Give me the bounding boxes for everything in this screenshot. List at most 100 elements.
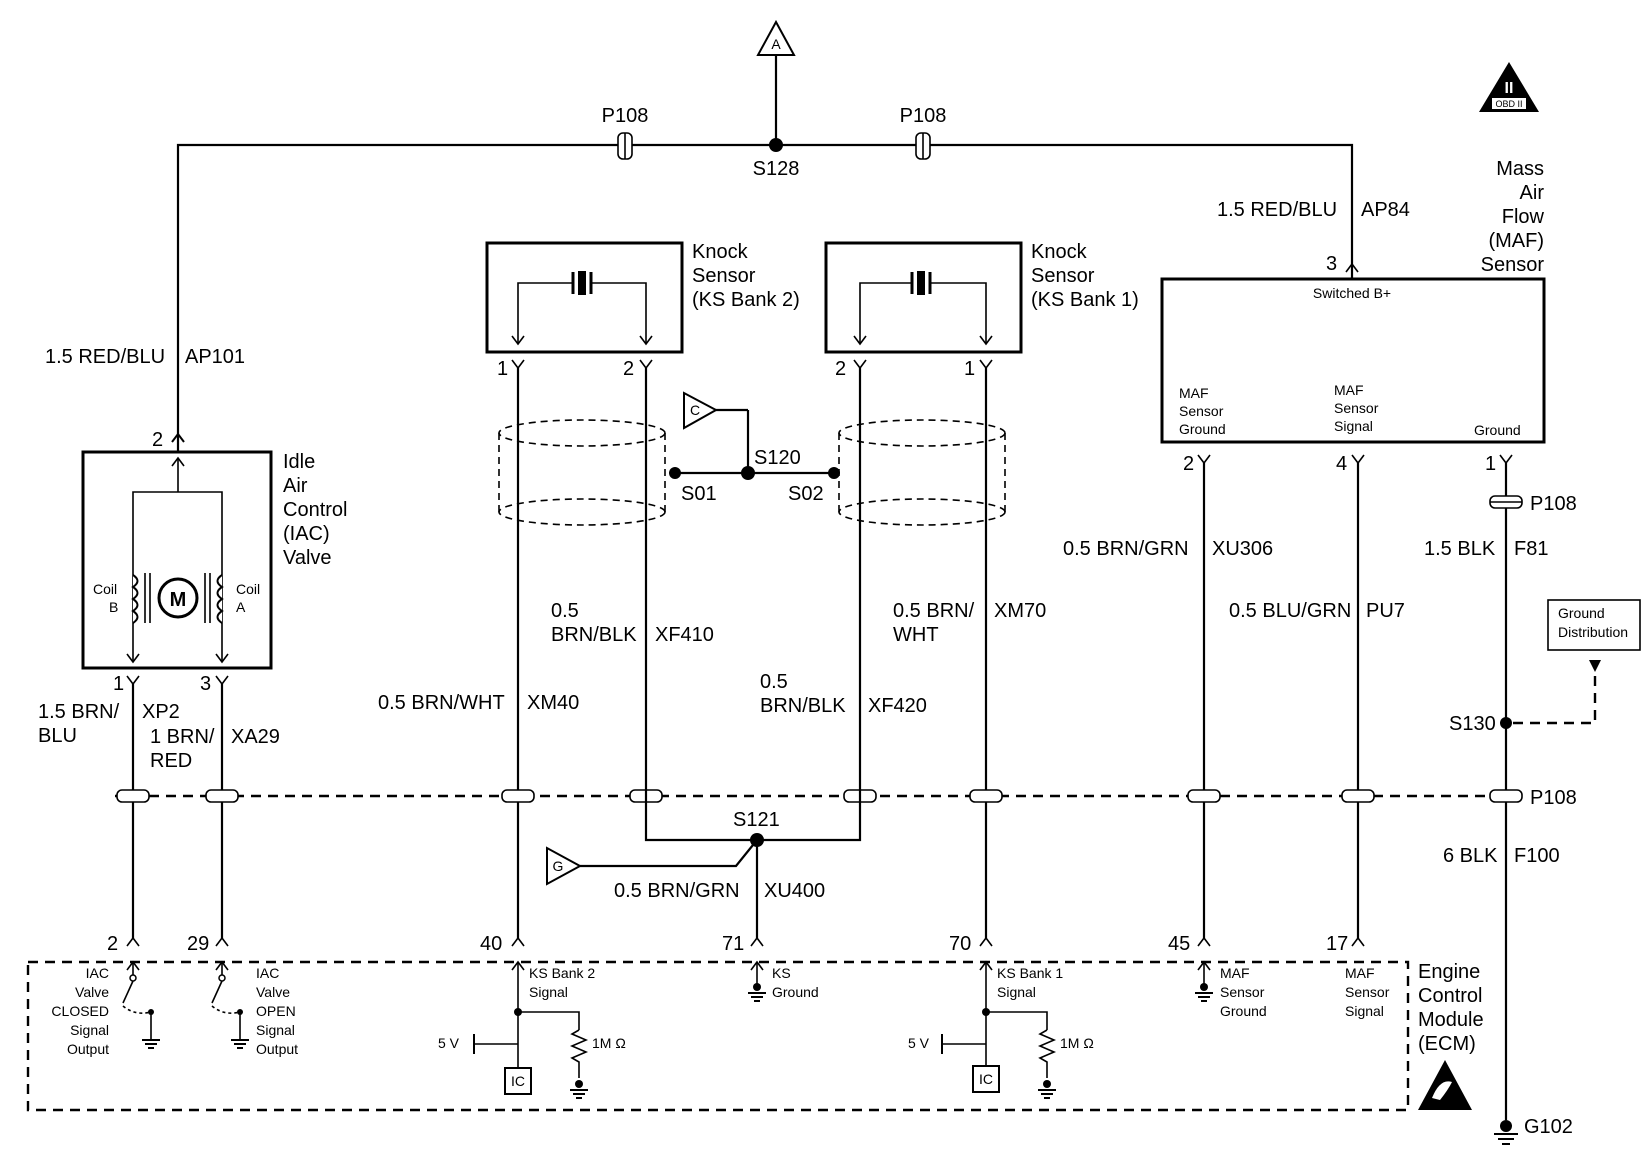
ks1-5v-label: 5 V <box>908 1035 930 1051</box>
maf-wire-gnd-circuit: F81 <box>1514 538 1548 560</box>
ks2-ic-icon <box>504 1067 532 1095</box>
iac-open-switch-icon <box>211 960 249 1049</box>
ground-wire-label: 6 BLK <box>1443 845 1498 867</box>
ecm-maf-signal-label-3: Signal <box>1345 1003 1384 1019</box>
ks1-wire1-label-2: WHT <box>893 624 939 646</box>
obd-ii-badge-icon: II OBD II <box>1479 62 1539 112</box>
ks2-title-1: Knock <box>692 241 749 263</box>
splice-s130 <box>1500 717 1512 729</box>
ecm-title-4: (ECM) <box>1418 1033 1476 1055</box>
maf-signal-label-1: MAF <box>1334 382 1364 398</box>
maf-title-3: Flow <box>1502 206 1545 228</box>
ks1-wire2-label-1: 0.5 <box>760 671 788 693</box>
ks1-pin-2: 2 <box>835 358 846 380</box>
coil-a-letter: A <box>236 599 246 615</box>
s02-label: S02 <box>788 483 824 505</box>
g102-ground-icon <box>1494 1133 1518 1145</box>
iac-valve: 1.5 RED/BLU AP101 2 M Coil B Coil A Idle… <box>38 346 347 938</box>
iac-closed-label-1: IAC <box>86 965 109 981</box>
iac-closed-label-4: Signal <box>70 1022 109 1038</box>
ks1-wire1-circuit: XM70 <box>994 600 1046 622</box>
maf-switched-label: Switched B+ <box>1313 285 1391 301</box>
obd-badge-bottom: OBD II <box>1495 99 1522 109</box>
maf-signal-label-2: Sensor <box>1334 400 1379 416</box>
iac-title-3: Control <box>283 499 347 521</box>
iac-open-label-5: Output <box>256 1041 298 1057</box>
maf-title-1: Mass <box>1496 158 1544 180</box>
splice-s02 <box>828 467 840 479</box>
ecm-pin-70: 70 <box>949 933 971 955</box>
ks2-title-2: Sensor <box>692 265 756 287</box>
connector-a-icon <box>756 19 796 56</box>
ecm-box <box>26 960 1410 1112</box>
ks2-input-circuit: IC <box>473 960 589 1099</box>
ecm-pin-71: 71 <box>722 933 744 955</box>
maf-pin-3: 3 <box>1326 253 1337 275</box>
ks2-shield-icon <box>498 419 666 526</box>
ks2-pin-1: 1 <box>497 358 508 380</box>
ks2-title-3: (KS Bank 2) <box>692 289 800 311</box>
ground-distribution-box <box>1547 599 1641 651</box>
maf-wire-signal-label: 0.5 BLU/GRN <box>1229 600 1351 622</box>
ks1-signal-label-2: Signal <box>997 984 1036 1000</box>
ecm-maf-signal-label-1: MAF <box>1345 965 1375 981</box>
iac-wire1-circuit: XP2 <box>142 701 180 723</box>
maf-title-5: Sensor <box>1481 254 1545 276</box>
ecm-pin-2: 2 <box>107 933 118 955</box>
iac-wire-top-label: 1.5 RED/BLU <box>45 346 165 368</box>
maf-wire-ground-circuit: XU306 <box>1212 538 1273 560</box>
ks2-signal-label-2: Signal <box>529 984 568 1000</box>
ground-distribution: Ground Distribution S130 P108 6 BLK F100… <box>1443 599 1641 1145</box>
iac-open-label-3: OPEN <box>256 1003 296 1019</box>
iac-open-label-4: Signal <box>256 1022 295 1038</box>
ground-dist-arrow-icon <box>1589 660 1601 672</box>
ks1-title-3: (KS Bank 1) <box>1031 289 1139 311</box>
power-bus: A P108 P108 S128 <box>176 19 1354 516</box>
ground-wire-circuit: F100 <box>1514 845 1560 867</box>
maf-ground-label-2: Sensor <box>1179 403 1224 419</box>
maf-wire-signal-circuit: PU7 <box>1366 600 1405 622</box>
p108-harness-connector <box>115 789 1523 803</box>
ground-dist-label-2: Distribution <box>1558 624 1628 640</box>
ks2-ic-label: IC <box>511 1073 525 1089</box>
splice-s120 <box>741 466 755 480</box>
iac-title-5: Valve <box>283 547 332 569</box>
ks2-resistor-label: 1M Ω <box>592 1035 626 1051</box>
ks2-pin-2: 2 <box>623 358 634 380</box>
maf-p108-label: P108 <box>1530 493 1577 515</box>
maf-pin-1: 1 <box>1485 453 1496 475</box>
maf-ground-icon <box>1195 960 1213 1002</box>
ecm-title-1: Engine <box>1418 961 1480 983</box>
maf-wire-ground-label: 0.5 BRN/GRN <box>1063 538 1189 560</box>
ks-ground-label-1: KS <box>772 965 791 981</box>
connector-c-label: C <box>690 402 700 418</box>
ecm-title-3: Module <box>1418 1009 1484 1031</box>
s121-wire-circuit: XU400 <box>764 880 825 902</box>
knock-sensor-bank-1: Knock Sensor (KS Bank 1) 2 1 0.5 BRN/BLK… <box>760 241 1139 938</box>
coil-a-label: Coil <box>236 581 260 597</box>
iac-closed-label-2: Valve <box>75 984 109 1000</box>
ks1-shield-icon <box>838 419 1006 526</box>
connector-g-label: G <box>553 858 564 874</box>
ks1-input-circuit: IC <box>941 960 1057 1099</box>
ks1-resistor-label: 1M Ω <box>1060 1035 1094 1051</box>
knock-sensor-bank-2: Knock Sensor (KS Bank 2) 1 2 0.5 BRN/WHT… <box>378 241 800 938</box>
ks1-box <box>824 241 1023 354</box>
s120-label: S120 <box>754 447 801 469</box>
coil-a-icon <box>209 573 224 624</box>
motor-icon <box>157 577 199 619</box>
maf-wire-top-circuit: AP84 <box>1361 199 1410 221</box>
ks2-wire2-label-2: BRN/BLK <box>551 624 637 646</box>
ks2-5v-label: 5 V <box>438 1035 460 1051</box>
ground-p108-label: P108 <box>1530 787 1577 809</box>
ks2-wire1-circuit: XM40 <box>527 692 579 714</box>
splice-s01 <box>669 467 681 479</box>
ecm-maf-ground-label-3: Ground <box>1220 1003 1267 1019</box>
s128-label: S128 <box>753 158 800 180</box>
iac-wire3-label-1: 1 BRN/ <box>150 726 215 748</box>
coil-b-letter: B <box>109 599 118 615</box>
esd-warning-icon <box>1418 1060 1472 1110</box>
iac-pin-1: 1 <box>113 673 124 695</box>
maf-pin-2: 2 <box>1183 453 1194 475</box>
